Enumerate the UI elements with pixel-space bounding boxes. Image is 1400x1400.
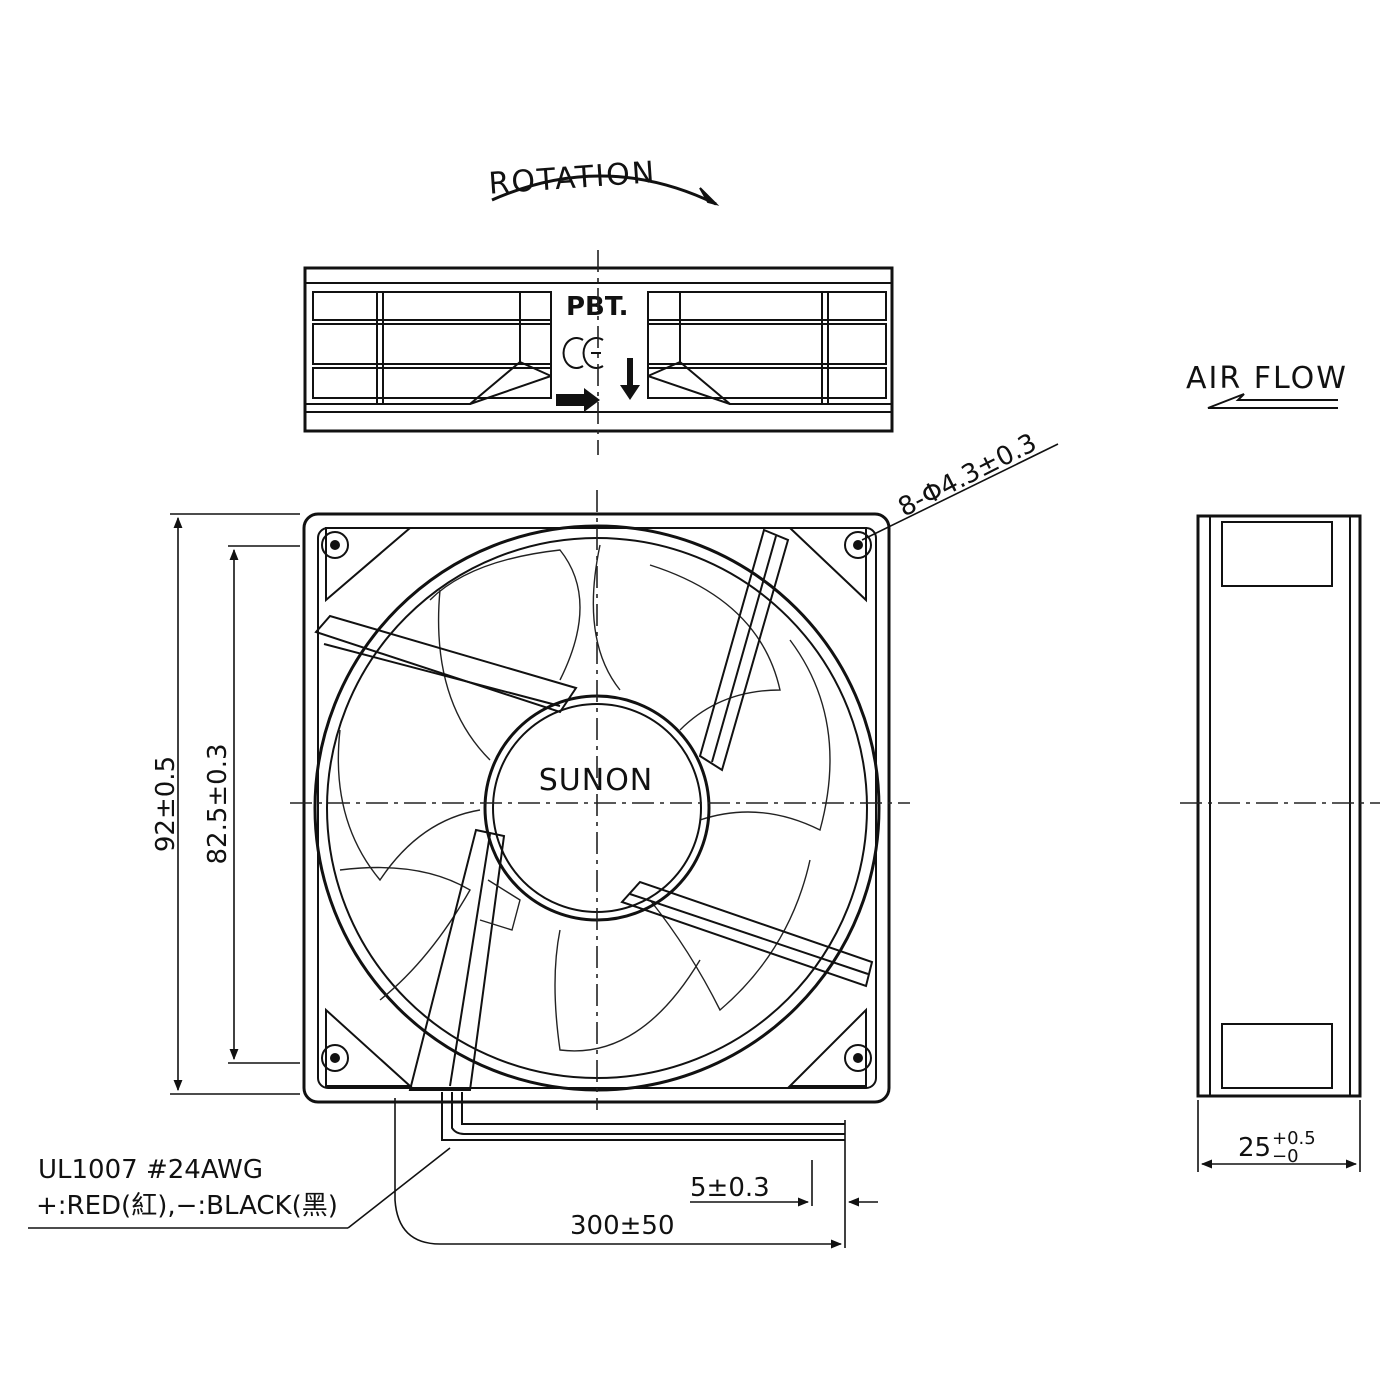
side-view (1180, 514, 1380, 1172)
ce-mark-icon (562, 337, 604, 369)
dim-hole-pitch-label: 82.5±0.3 (203, 743, 233, 864)
dim-thickness-label: 25 (1238, 1133, 1271, 1163)
left-arrow-icon (1207, 393, 1338, 409)
lead-wires (394, 1092, 878, 1249)
dim-strip-label: 5±0.3 (690, 1173, 770, 1203)
curved-arrow-icon (491, 174, 717, 206)
dim-outer-label: 92±0.5 (151, 756, 181, 852)
dim-thickness-tol-lower: −0 (1272, 1146, 1299, 1167)
dimension-outer (170, 513, 300, 1095)
air-flow-label: AIR FLOW (1186, 361, 1348, 396)
top-view: PBT. (303, 250, 894, 455)
dim-thickness-tol-upper: +0.5 (1272, 1128, 1316, 1149)
mounting-hole (321, 531, 349, 559)
rotation-direction-arrow (556, 388, 600, 412)
mounting-hole (844, 1044, 872, 1072)
mounting-hole (321, 1044, 349, 1072)
airflow-direction-arrow (620, 358, 640, 400)
brand-label: SUNON (539, 763, 654, 798)
hole-spec-label: 8-Φ4.3±0.3 (894, 428, 1042, 523)
hole-spec-leader (861, 443, 1059, 541)
dim-lead-length-label: 300±50 (570, 1211, 675, 1241)
wire-spec-line1: UL1007 #24AWG (38, 1155, 263, 1185)
dimension-hole-pitch (228, 545, 300, 1064)
mounting-hole (844, 531, 872, 559)
wire-spec-line2: +:RED(紅),−:BLACK(黑) (36, 1191, 338, 1221)
front-view: SUNON (290, 490, 910, 1110)
